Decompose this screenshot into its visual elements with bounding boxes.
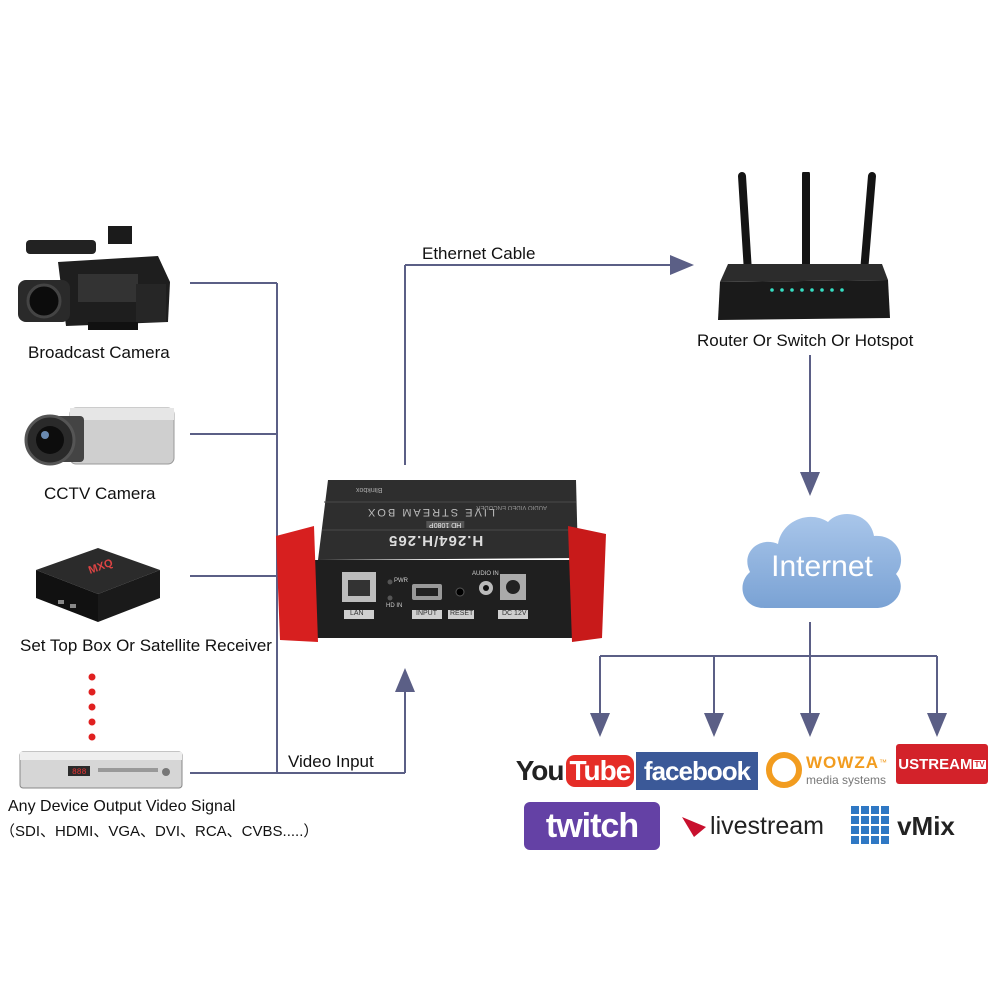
lan-port-label: LAN [350, 610, 364, 617]
ustream-logo: USTREAM TV [896, 744, 988, 784]
wowza-name: WOWZA [806, 752, 879, 772]
youtube-tube: Tube [565, 755, 635, 787]
router-icon [716, 170, 892, 324]
ustream-text: USTREAM [898, 755, 973, 773]
dc-12v-label: DC 12V [502, 610, 527, 617]
livestream-logo: livestream [674, 806, 830, 846]
dvd-player-icon: 888 [16, 748, 184, 792]
any-device-signals: （SDI、HDMI、VGA、DVI、RCA、CVBS.....） [0, 823, 319, 840]
video-input-lines [190, 282, 415, 774]
encoder-brand: Blinkbox [356, 486, 383, 493]
encoder-model: H.264/H.265 [388, 532, 484, 549]
twitch-logo: twitch [524, 802, 660, 850]
set-top-box-label: Set Top Box Or Satellite Receiver [20, 636, 272, 655]
encoder-badge: HD 1080P [426, 521, 465, 528]
facebook-logo: facebook [636, 752, 758, 790]
svg-text:888: 888 [72, 768, 87, 777]
vmix-text: vMix [897, 810, 955, 841]
vmix-grid-icon [851, 806, 890, 844]
broadcast-camera-icon [18, 222, 178, 337]
cctv-camera-label: CCTV Camera [44, 484, 156, 503]
twitch-text: twitch [545, 806, 639, 845]
video-input-label: Video Input [288, 752, 374, 771]
facebook-text: facebook [643, 755, 751, 786]
encoder-box: H.264/H.265 LIVE STREAM BOX AUDIO VIDEO … [276, 472, 606, 644]
wowza-swirl-icon [766, 752, 802, 788]
ustream-tv: TV [973, 759, 986, 769]
any-device-label: Any Device Output Video Signal [8, 798, 236, 815]
livestream-mark-icon [682, 817, 707, 837]
distribution-lines [590, 622, 947, 737]
vmix-logo: vMix [846, 804, 960, 848]
ethernet-cable-label: Ethernet Cable [422, 244, 536, 263]
hdmi-input-label: INPUT [416, 610, 437, 617]
wowza-sub: media systems [806, 772, 887, 787]
set-top-box-icon: MXQ [28, 540, 168, 630]
encoder-subtitle: AUDIO VIDEO ENCODER [476, 504, 548, 510]
pwr-led-label: PWR [394, 578, 408, 584]
internet-cloud-icon: Internet [736, 504, 908, 616]
youtube-logo: You Tube [516, 750, 635, 792]
broadcast-camera-label: Broadcast Camera [28, 343, 170, 362]
wowza-logo: WOWZA™ media systems [766, 748, 888, 792]
more-devices-dots [86, 672, 98, 742]
internet-label: Internet [771, 550, 873, 583]
youtube-you: You [515, 755, 565, 786]
audio-in-label: AUDIO IN [472, 571, 499, 577]
wowza-tm: ™ [878, 757, 887, 767]
router-label: Router Or Switch Or Hotspot [697, 331, 914, 350]
reset-label: RESET [450, 610, 474, 617]
hd-in-led-label: HD IN [386, 603, 403, 609]
livestream-text: livestream [710, 811, 824, 840]
cctv-camera-icon [20, 398, 180, 478]
ethernet-line [404, 255, 694, 465]
